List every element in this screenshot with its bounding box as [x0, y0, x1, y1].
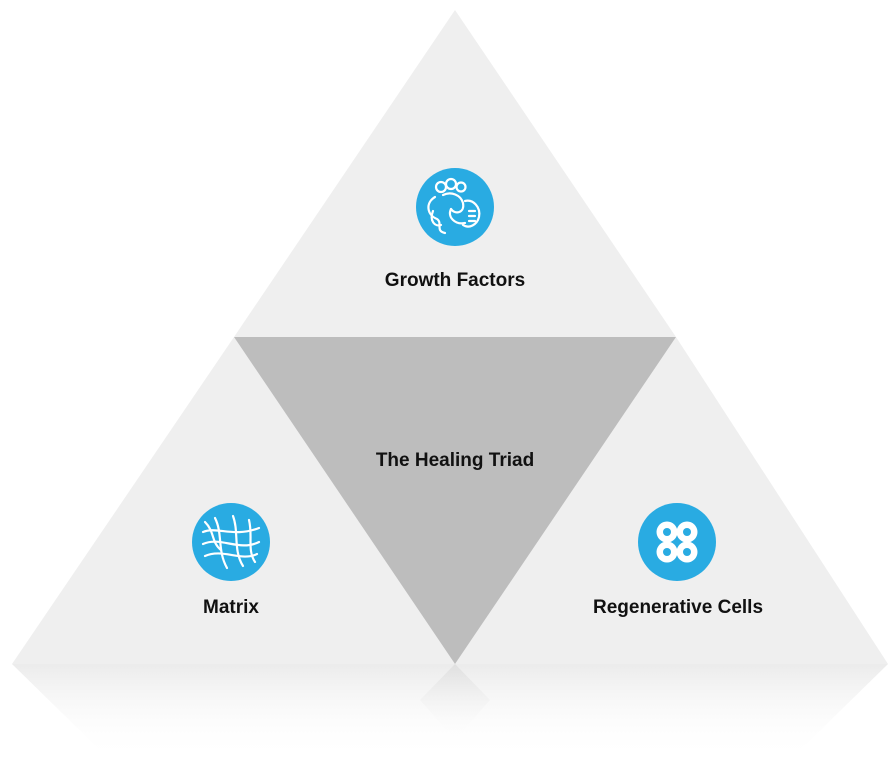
regenerative-cells-label: Regenerative Cells [592, 597, 764, 618]
fiber-mesh-icon [192, 503, 270, 581]
matrix-label: Matrix [203, 597, 259, 618]
growth-factors-label: Growth Factors [384, 270, 526, 291]
cell-cluster-icon [638, 503, 716, 581]
protein-icon [416, 168, 494, 246]
segment-right [455, 337, 888, 664]
reflection-center [420, 664, 490, 740]
center-label: The Healing Triad [375, 450, 535, 471]
reflection-left [12, 664, 455, 760]
segment-center [234, 337, 676, 664]
reflection-right [455, 664, 888, 760]
segment-left [12, 337, 455, 664]
